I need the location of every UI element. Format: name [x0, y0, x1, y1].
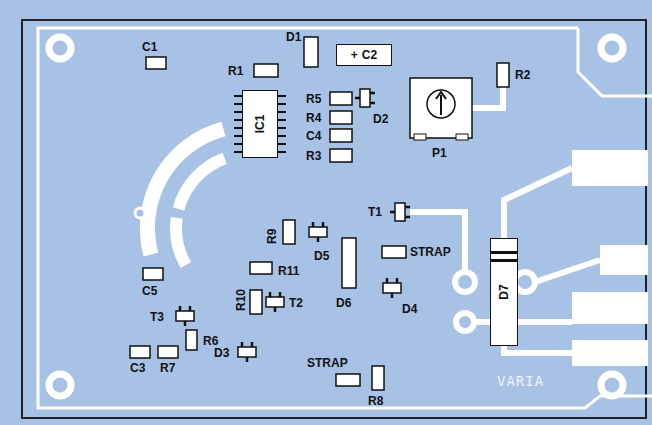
diode-symbol [342, 238, 356, 288]
copper-trace [504, 168, 572, 238]
transistor-symbol [390, 203, 410, 221]
part-label: C5 [142, 284, 157, 298]
sot23-symbol [383, 278, 401, 298]
part-label: D4 [402, 302, 417, 316]
part-label: R7 [160, 361, 175, 375]
strap-symbol [382, 246, 406, 258]
arc-pad [170, 217, 191, 268]
part-label: D7 [497, 284, 511, 299]
copper-trace [504, 346, 572, 353]
strap-symbol [336, 374, 360, 386]
via [135, 208, 145, 218]
resistor-symbol [372, 366, 384, 390]
resistor-symbol [330, 111, 352, 124]
part-label: T3 [150, 310, 164, 324]
transistor-symbol [266, 292, 284, 312]
part-label: C1 [142, 40, 157, 54]
cathode-band [491, 251, 517, 254]
resistor-symbol [186, 330, 197, 350]
part-label: D1 [286, 30, 301, 44]
mounting-hole [49, 374, 71, 396]
part-label: T2 [289, 296, 303, 310]
board-marking: VARIA [497, 373, 544, 389]
copper-trace [472, 87, 503, 108]
potentiometer-wiper [427, 90, 455, 118]
through-pad [455, 272, 475, 292]
part-label: R4 [306, 111, 321, 125]
resistor-symbol [254, 64, 278, 77]
diode-body: D7 [490, 238, 518, 346]
sot23-symbol [355, 89, 375, 107]
part-label: C4 [306, 129, 321, 143]
part-label: + [351, 48, 358, 62]
part-label: R2 [515, 68, 530, 82]
part-label: D2 [373, 112, 388, 126]
part-label: R8 [368, 394, 383, 408]
potentiometer-pin [414, 134, 426, 140]
through-pad [515, 272, 535, 292]
capacitor-symbol [330, 129, 352, 142]
connector-pad [600, 245, 648, 275]
capacitor-symbol [130, 346, 150, 358]
resistor-symbol [330, 92, 352, 105]
mounting-hole [49, 37, 71, 59]
part-label: R10 [234, 289, 248, 311]
mounting-hole [601, 374, 623, 396]
part-label: R6 [203, 334, 218, 348]
part-label: R5 [306, 92, 321, 106]
part-label: D5 [314, 249, 329, 263]
potentiometer-symbol [410, 78, 472, 138]
capacitor-symbol [143, 268, 163, 280]
part-label: D3 [214, 346, 229, 360]
cathode-band [491, 259, 517, 262]
capacitor-symbol [146, 57, 166, 69]
mounting-hole [601, 37, 623, 59]
connector-pad [572, 340, 648, 366]
potentiometer-arrow [436, 92, 446, 115]
part-label: IC1 [253, 115, 267, 134]
part-label: R11 [278, 264, 299, 278]
board-frame [22, 20, 646, 418]
resistor-symbol [283, 220, 295, 244]
copper-trace [535, 260, 600, 282]
arc-pad [173, 153, 227, 211]
connector-pad [572, 150, 648, 186]
part-label: T1 [368, 205, 382, 219]
part-label: STRAP [307, 356, 348, 370]
potentiometer-pin [456, 134, 468, 140]
ic-body: IC1 [242, 90, 278, 158]
copper-trace [474, 319, 572, 325]
part-label: STRAP [410, 245, 451, 259]
sot23-symbol [309, 222, 327, 242]
capacitor-body: + C2 [336, 44, 392, 66]
connector-pad [572, 292, 648, 324]
resistor-symbol [250, 262, 272, 274]
diode-symbol [304, 37, 318, 67]
part-label: P1 [432, 146, 447, 160]
part-label: R1 [228, 64, 243, 78]
part-label: C2 [362, 48, 377, 62]
resistor-symbol [158, 346, 178, 358]
part-label: R3 [306, 149, 321, 163]
resistor-symbol [250, 290, 262, 314]
copper-outline [38, 28, 652, 408]
part-label: R9 [265, 229, 279, 244]
part-label: D6 [336, 296, 351, 310]
transistor-symbol [176, 306, 194, 326]
part-label: C3 [130, 361, 145, 375]
through-pad [456, 313, 474, 331]
resistor-symbol [497, 63, 509, 87]
copper-trace [410, 212, 465, 272]
sot23-symbol [238, 342, 256, 362]
resistor-symbol [330, 149, 352, 162]
